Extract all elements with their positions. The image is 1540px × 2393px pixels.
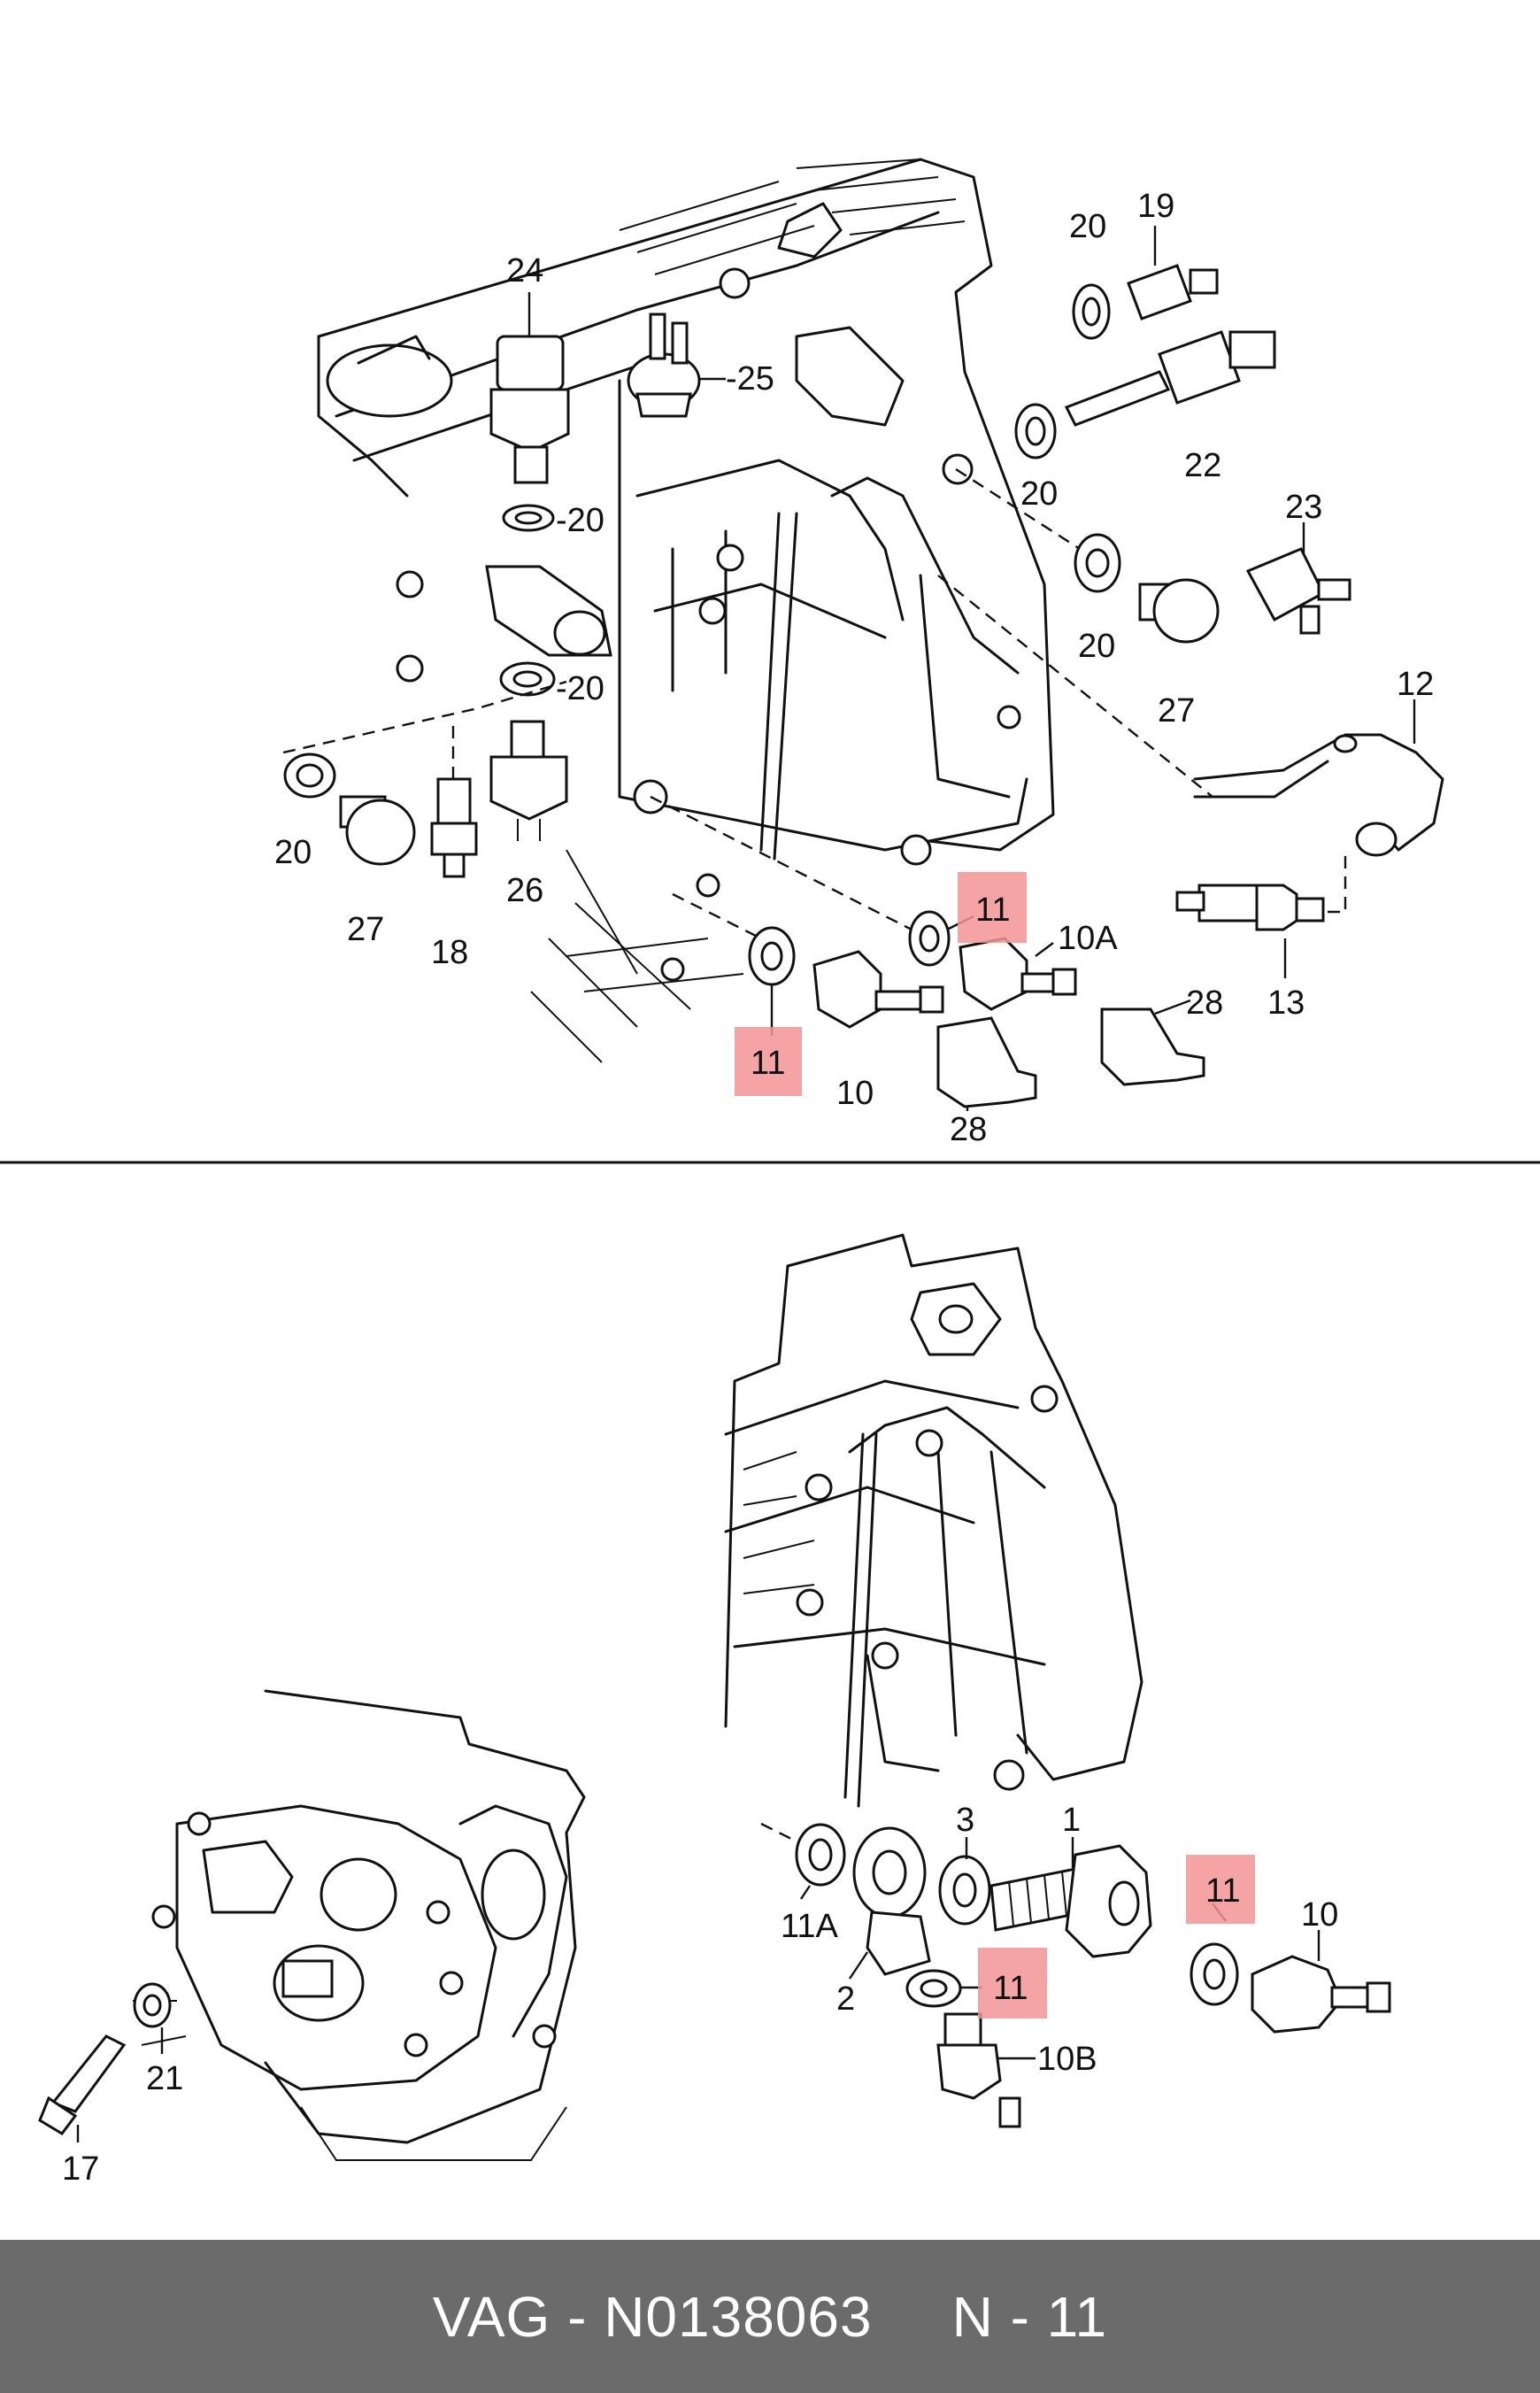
part-25-vacuum-switch: [627, 313, 726, 418]
part-23-sender: [1245, 522, 1351, 635]
label-22: 22: [1184, 447, 1221, 484]
part-2-banjo-fitting: [849, 1826, 931, 1980]
label-20-d: 20: [1069, 208, 1106, 245]
label-3: 3: [956, 1802, 974, 1839]
label-28-b: 28: [1186, 984, 1223, 1022]
highlight-11-b: [958, 872, 1027, 943]
label-17: 17: [62, 2150, 99, 2188]
label-23: 23: [1285, 489, 1322, 526]
label-11-c: 11: [1205, 1872, 1240, 1910]
part-27-plug-b: [1138, 578, 1220, 644]
label-2: 2: [836, 1980, 855, 2018]
label-10A: 10A: [1058, 920, 1118, 957]
part-17-plug: [38, 2034, 127, 2142]
oil-filler-cap: [326, 344, 453, 418]
label-27-b: 27: [1158, 692, 1195, 729]
part-19-switch: [1127, 226, 1219, 320]
footer-separator: -: [551, 2284, 604, 2349]
label-11-d: 11: [993, 1970, 1028, 2007]
label-21: 21: [146, 2060, 183, 2097]
label-28-a: 28: [950, 1111, 987, 1148]
top-parts: [282, 226, 1444, 1111]
label-19: 19: [1137, 188, 1174, 225]
label-11A: 11A: [781, 1908, 838, 1945]
label-20-b: -20: [556, 670, 604, 707]
footer-brand: VAG: [432, 2284, 551, 2349]
footer-part-number: N0138063: [604, 2284, 873, 2349]
label-11-a: 11: [751, 1045, 785, 1082]
label-20-c: 20: [274, 834, 312, 871]
part-26-sender: [489, 720, 568, 841]
top-callouts: 24 -25 -20 -20 20 27 18 26 19 20 22 20 2…: [274, 188, 1434, 1148]
label-10-b: 10: [1301, 1896, 1338, 1934]
part-28-boot-b: [1100, 999, 1205, 1086]
label-18: 18: [431, 934, 468, 971]
label-11-b: 11: [975, 892, 1010, 929]
part-number-footer: VAG - N0138063 N - 11: [0, 2240, 1540, 2393]
part-1-banjo-bolt: [989, 1837, 1152, 1958]
part-18-sensor: [430, 726, 478, 878]
part-12-bracket: [937, 575, 1444, 857]
part-10A-temperature-sensor: [959, 937, 1077, 1011]
label-26: 26: [506, 872, 543, 909]
label-27-a: 27: [347, 911, 384, 948]
label-10B: 10B: [1037, 2041, 1097, 2078]
bottom-callouts: 1 3 2 11A 11 11 10 10B 21 17: [62, 1802, 1338, 2188]
part-24-pressure-switch: [489, 292, 570, 484]
part-10-temperature-sensor: [812, 950, 944, 1029]
highlight-11-d: [978, 1948, 1047, 2019]
highlight-11-c: [1186, 1855, 1255, 1924]
part-10-temperature-sensor-b: [1251, 1930, 1391, 2034]
label-25: -25: [726, 360, 774, 398]
label-1: 1: [1062, 1802, 1081, 1839]
label-20-e: 20: [1020, 475, 1058, 513]
coolant-flange: [485, 565, 612, 657]
bottom-engine-block-drawing: [133, 1233, 1143, 2161]
label-20-f: 20: [1078, 628, 1115, 665]
label-12: 12: [1397, 666, 1434, 703]
label-10: 10: [836, 1075, 874, 1112]
part-22-temperature-sensor: [1064, 330, 1276, 427]
label-20-a: -20: [556, 502, 604, 539]
label-24: 24: [506, 252, 543, 289]
label-13: 13: [1267, 984, 1305, 1022]
part-27-plug-a: [339, 795, 416, 866]
part-28-boot-a: [936, 1016, 1037, 1108]
bottom-parts: [38, 1822, 1391, 2142]
part-10B-sender: [936, 2012, 1036, 2128]
footer-position: N - 11: [951, 2284, 1108, 2349]
part-13-sender: [1175, 850, 1347, 978]
highlight-11-a: [735, 1027, 802, 1096]
